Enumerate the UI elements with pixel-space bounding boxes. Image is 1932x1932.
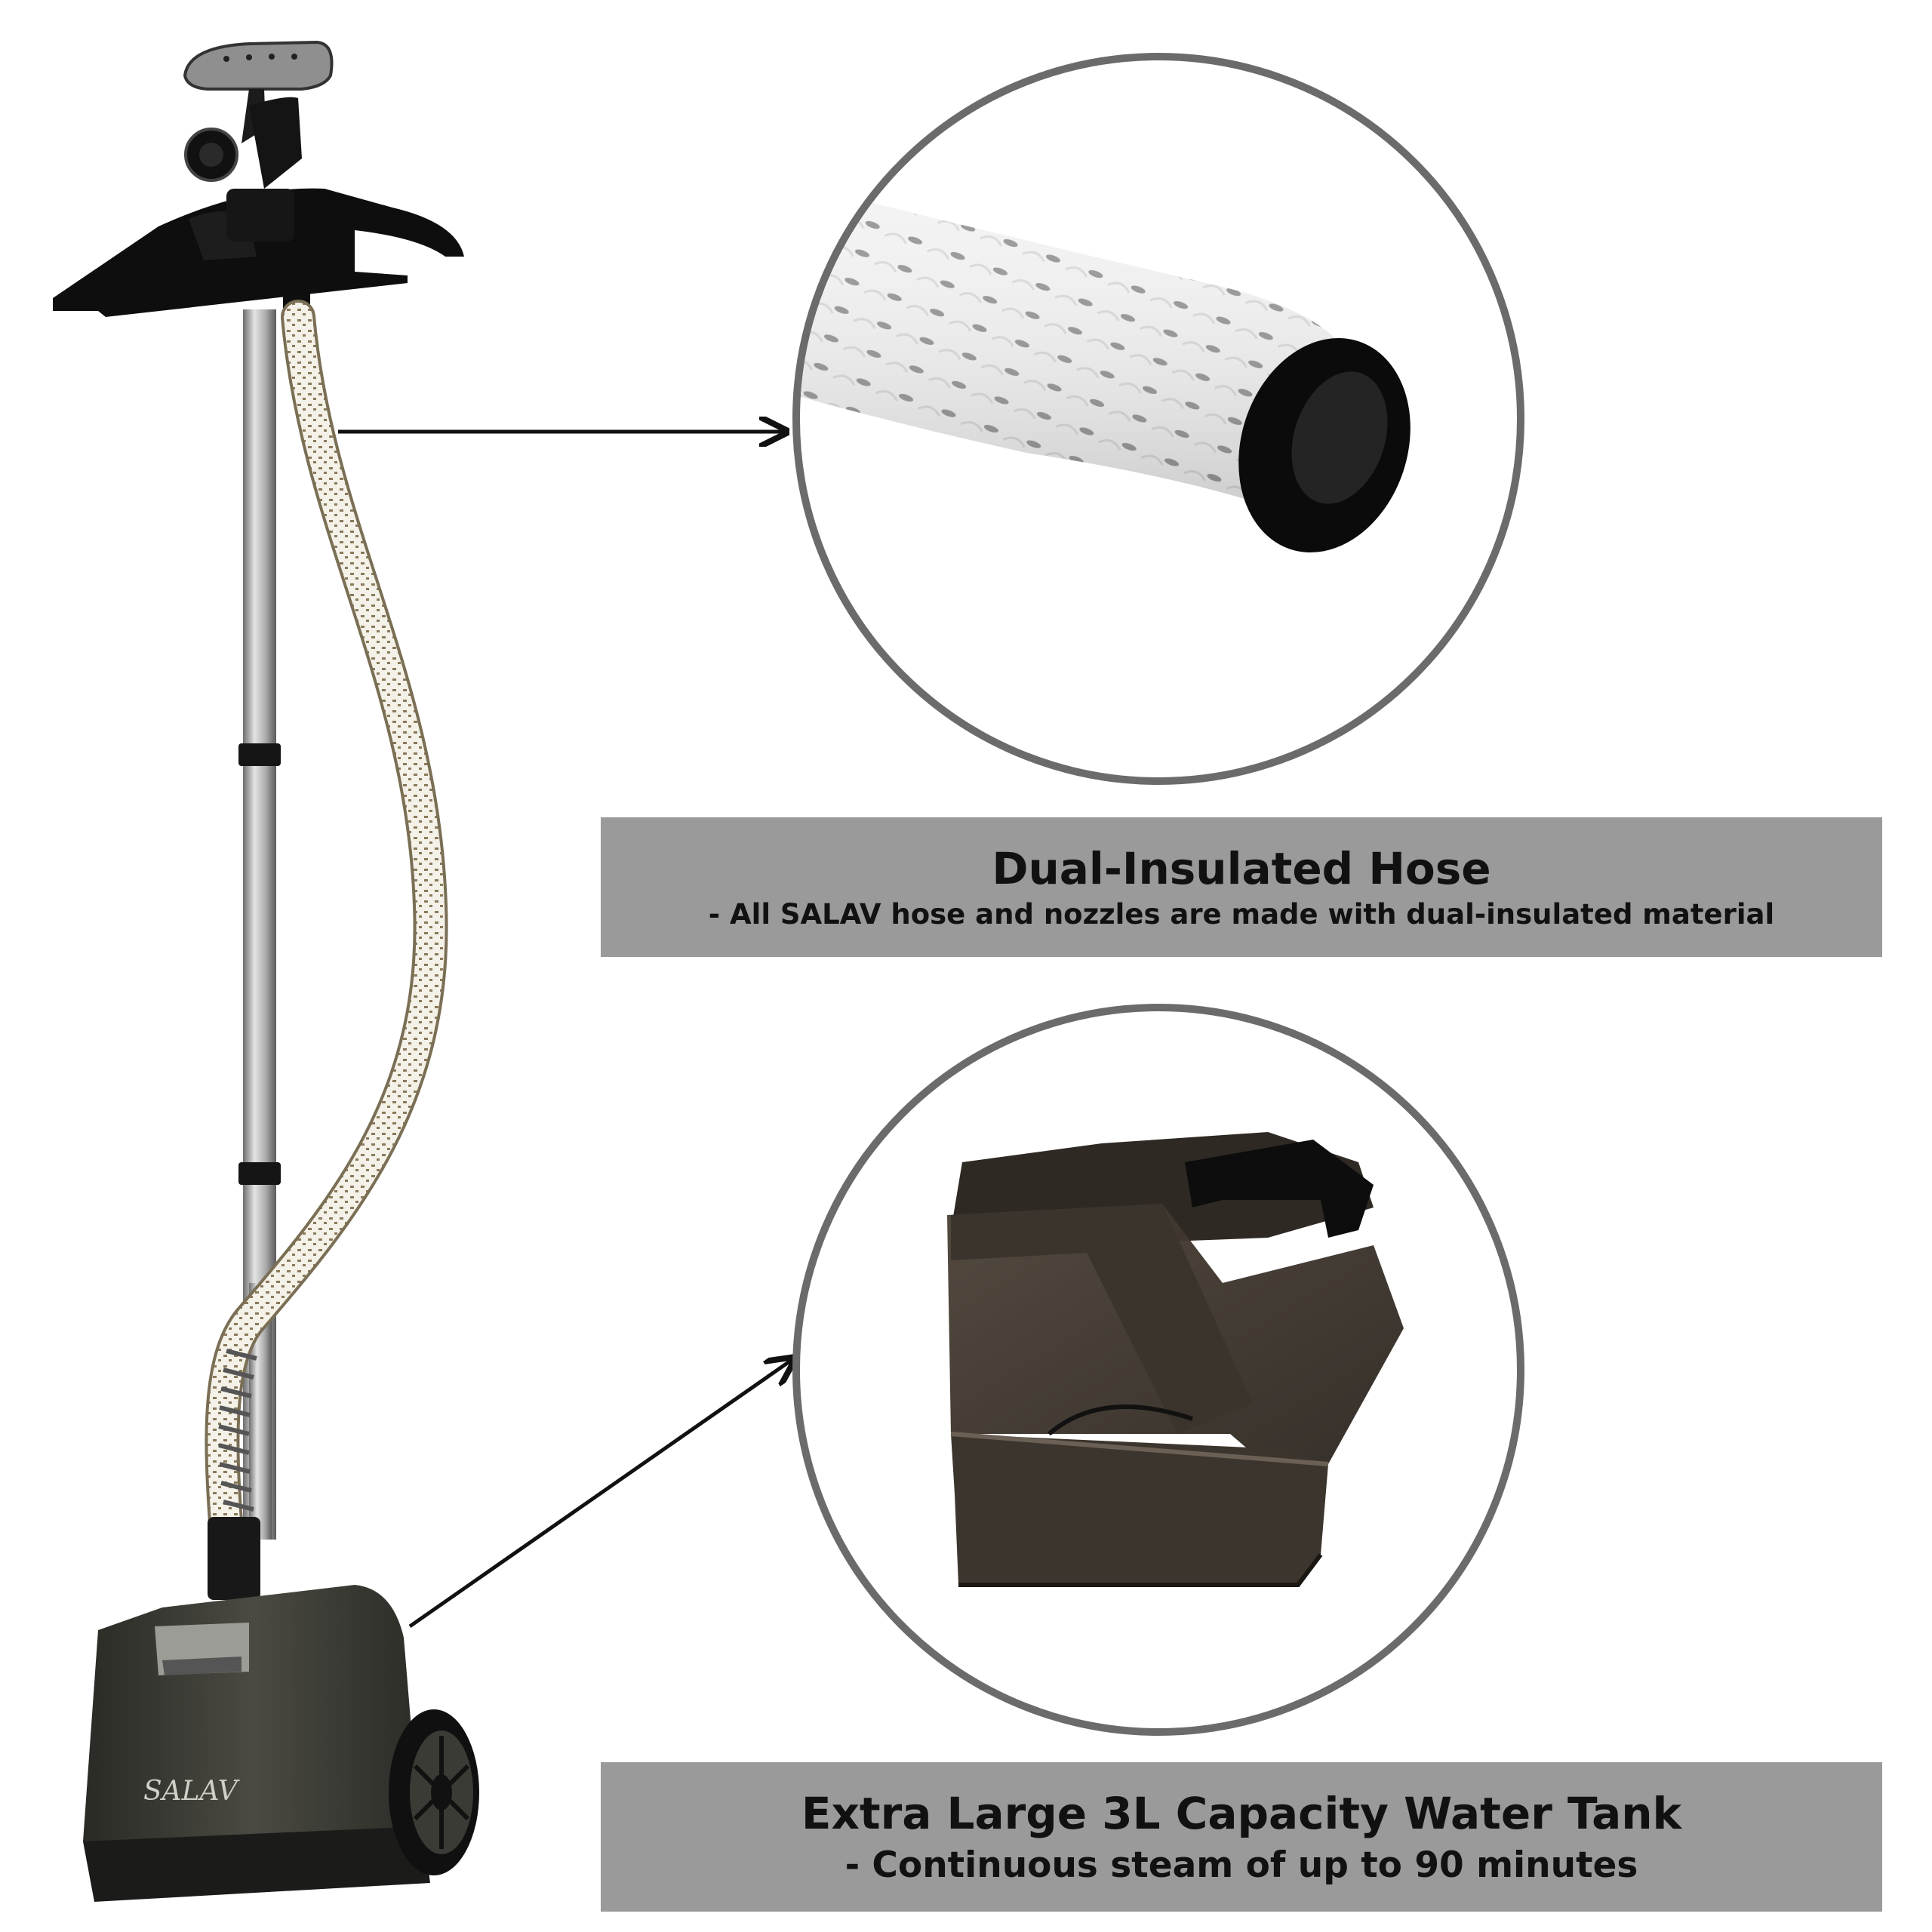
- hose-feature-title: Dual-Insulated Hose: [992, 842, 1491, 894]
- hose-feature-subtitle: - All SALAV hose and nozzles are made wi…: [708, 897, 1775, 931]
- hose-closeup-circle: [792, 53, 1524, 785]
- tank-closeup-circle: [792, 1004, 1524, 1736]
- hose-feature-banner: Dual-Insulated Hose - All SALAV hose and…: [601, 817, 1882, 957]
- steamer-base: SALAV: [83, 1517, 430, 1902]
- tank-feature-subtitle: - Continuous steam of up to 90 minutes: [844, 1844, 1638, 1886]
- tank-feature-title: Extra Large 3L Capacity Water Tank: [801, 1788, 1682, 1839]
- base-logo: SALAV: [143, 1776, 241, 1807]
- base-wheel: [389, 1709, 479, 1875]
- hose-spring-guard: [218, 1349, 257, 1512]
- water-tank-illustration: [947, 1132, 1404, 1587]
- garment-steamer-illustration: SALAV: [53, 40, 479, 1902]
- tank-feature-banner: Extra Large 3L Capacity Water Tank - Con…: [601, 1762, 1882, 1912]
- steam-head: [183, 40, 334, 189]
- tank-arrow: [408, 1358, 794, 1629]
- hose-closeup-illustration: [800, 184, 1411, 553]
